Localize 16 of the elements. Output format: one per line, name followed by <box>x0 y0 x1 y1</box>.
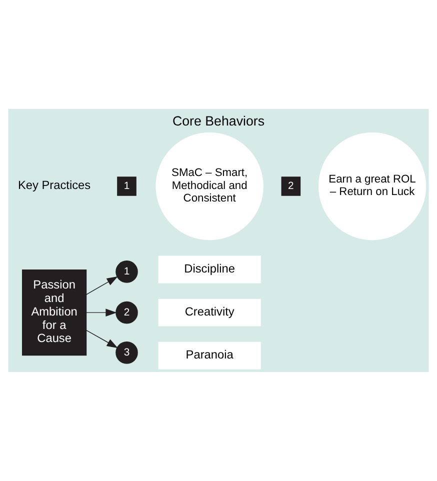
node-circle: SMaC – Smart, Methodical and Consistent <box>156 132 264 240</box>
diagram-title: Core Behaviors <box>172 114 265 129</box>
node-box: 1 <box>117 176 136 196</box>
arrow <box>86 276 118 295</box>
node-circle: Earn a great ROL – Return on Luck <box>318 132 426 240</box>
node-box: 2 <box>281 176 301 196</box>
label: Key Practices <box>18 178 91 192</box>
node-box: Passion and Ambition for a Cause <box>22 269 87 356</box>
arrow <box>86 308 117 316</box>
node-circle: 2 <box>116 301 138 324</box>
node-box: Paranoia <box>158 342 261 370</box>
node-box: Discipline <box>158 256 261 284</box>
node-circle: 1 <box>116 260 138 283</box>
node-circle: 3 <box>116 342 138 364</box>
node-box: Creativity <box>158 298 261 326</box>
arrow <box>86 330 118 348</box>
